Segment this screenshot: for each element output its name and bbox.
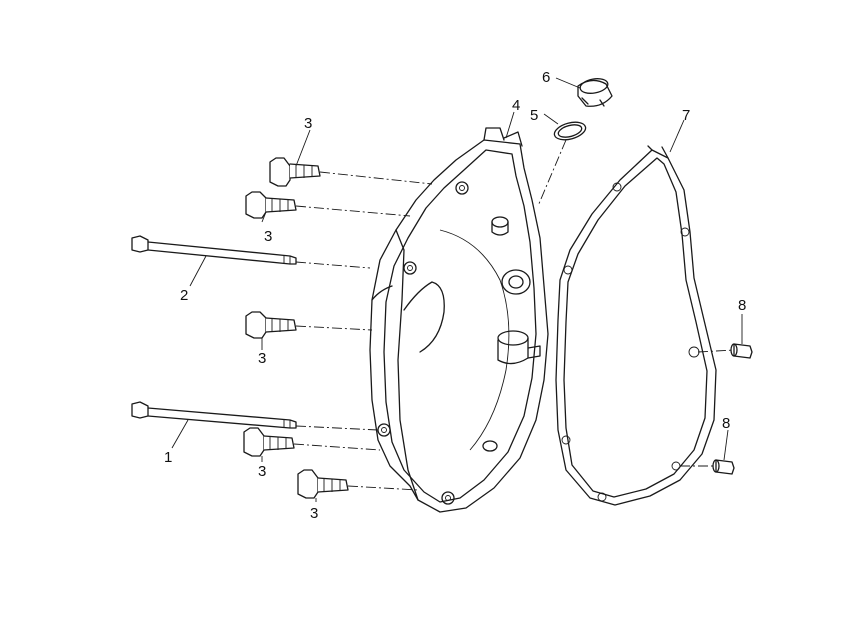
callout-2: 2 (180, 287, 188, 304)
leader-lines (171, 77, 743, 502)
callout-3-top: 3 (304, 115, 312, 132)
dowel-pin-lower (712, 459, 735, 475)
callout-7: 7 (682, 107, 690, 124)
callout-3-lower: 3 (258, 463, 266, 480)
flange-bolt-middle (245, 311, 297, 339)
callout-3-middle: 3 (258, 350, 266, 367)
long-bolt-1 (131, 401, 297, 429)
long-bolt-2 (131, 235, 297, 265)
dowel-pin-upper (730, 343, 753, 359)
callout-3-upper: 3 (264, 228, 272, 245)
filler-plug (577, 78, 613, 107)
callout-8-upper: 8 (738, 297, 746, 314)
flange-bolt-upper (245, 191, 297, 219)
callout-1: 1 (164, 449, 172, 466)
callout-labels: 3 3 2 3 1 3 3 4 5 6 7 8 8 (164, 69, 746, 522)
callout-4: 4 (512, 97, 520, 114)
assembly-lines (293, 139, 735, 491)
flange-bolt-bottom (297, 469, 349, 499)
callout-3-bottom: 3 (310, 505, 318, 522)
callout-8-lower: 8 (722, 415, 730, 432)
flange-bolt-lower (243, 427, 295, 457)
callout-5: 5 (530, 107, 538, 124)
crankcase-cover (369, 127, 549, 513)
o-ring (553, 121, 587, 141)
flange-bolt-top (269, 157, 321, 187)
callout-6: 6 (542, 69, 550, 86)
gasket (555, 145, 717, 506)
